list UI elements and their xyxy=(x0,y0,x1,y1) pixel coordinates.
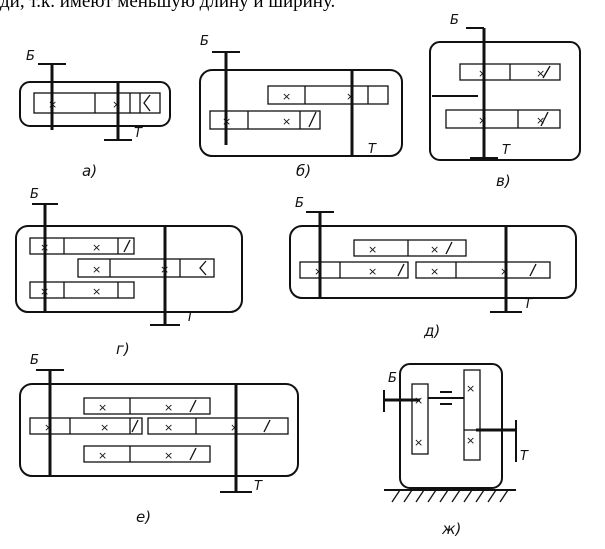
svg-text:×: × xyxy=(500,265,509,278)
svg-text:×: × xyxy=(48,98,57,111)
svg-text:×: × xyxy=(222,115,231,128)
svg-text:×: × xyxy=(368,243,377,256)
scheme-e: × × × × × × × × Б Т е) xyxy=(19,353,299,526)
output-label-g: Т xyxy=(186,310,195,325)
output-label-d: Т xyxy=(524,297,533,312)
svg-text:×: × xyxy=(430,243,439,256)
output-label-e: Т xyxy=(254,479,263,494)
svg-text:×: × xyxy=(100,421,109,434)
caption-g: г) xyxy=(116,340,130,358)
caption-zh: ж) xyxy=(441,520,461,538)
scheme-b: × × × × Б Т б) xyxy=(199,34,403,180)
scheme-zh: × × × × Б Т ж) xyxy=(383,363,529,538)
svg-text:×: × xyxy=(478,114,487,127)
svg-text:×: × xyxy=(282,90,291,103)
caption-d: д) xyxy=(423,322,440,340)
input-label-e: Б xyxy=(30,353,39,368)
input-label-d: Б xyxy=(295,196,304,211)
svg-text:×: × xyxy=(414,436,423,449)
output-label-b: Т xyxy=(368,142,377,157)
svg-text:×: × xyxy=(160,263,169,276)
svg-text:×: × xyxy=(466,382,475,395)
svg-text:×: × xyxy=(430,265,439,278)
input-label-g: Б xyxy=(30,187,39,202)
svg-text:×: × xyxy=(98,449,107,462)
input-label-b: Б xyxy=(200,34,209,49)
input-label-a: Б xyxy=(26,49,35,64)
svg-text:×: × xyxy=(112,98,121,111)
svg-text:×: × xyxy=(40,241,49,254)
input-label-zh: Б xyxy=(388,371,397,386)
svg-text:×: × xyxy=(414,394,423,407)
svg-text:×: × xyxy=(466,434,475,447)
svg-text:×: × xyxy=(314,265,323,278)
output-label-a: Т xyxy=(134,126,143,141)
svg-text:×: × xyxy=(98,401,107,414)
header-text: ди, т.к. имеют меньшую длину и ширину. xyxy=(0,0,336,12)
svg-text:×: × xyxy=(346,90,355,103)
scheme-d: × × × × × × Б Т д) xyxy=(289,196,577,340)
svg-text:×: × xyxy=(92,263,101,276)
svg-text:×: × xyxy=(478,67,487,80)
svg-text:×: × xyxy=(368,265,377,278)
svg-text:×: × xyxy=(536,67,545,80)
svg-text:×: × xyxy=(92,285,101,298)
svg-text:×: × xyxy=(40,285,49,298)
output-label-v: Т xyxy=(502,143,511,158)
svg-text:×: × xyxy=(92,241,101,254)
svg-text:×: × xyxy=(164,421,173,434)
svg-text:×: × xyxy=(230,421,239,434)
scheme-g: × × × × × × Б Т г) xyxy=(15,187,243,358)
output-label-zh: Т xyxy=(520,449,529,464)
svg-text:×: × xyxy=(164,401,173,414)
caption-v: в) xyxy=(496,172,511,190)
svg-text:×: × xyxy=(282,115,291,128)
svg-text:×: × xyxy=(164,449,173,462)
svg-text:×: × xyxy=(44,421,53,434)
scheme-a: × × Б Т а) xyxy=(19,49,171,180)
caption-e: е) xyxy=(136,508,151,526)
caption-b: б) xyxy=(296,162,311,180)
scheme-v: × × × × Б Т в) xyxy=(429,13,581,190)
input-label-v: Б xyxy=(450,13,459,28)
svg-text:×: × xyxy=(536,114,545,127)
caption-a: а) xyxy=(82,162,97,180)
